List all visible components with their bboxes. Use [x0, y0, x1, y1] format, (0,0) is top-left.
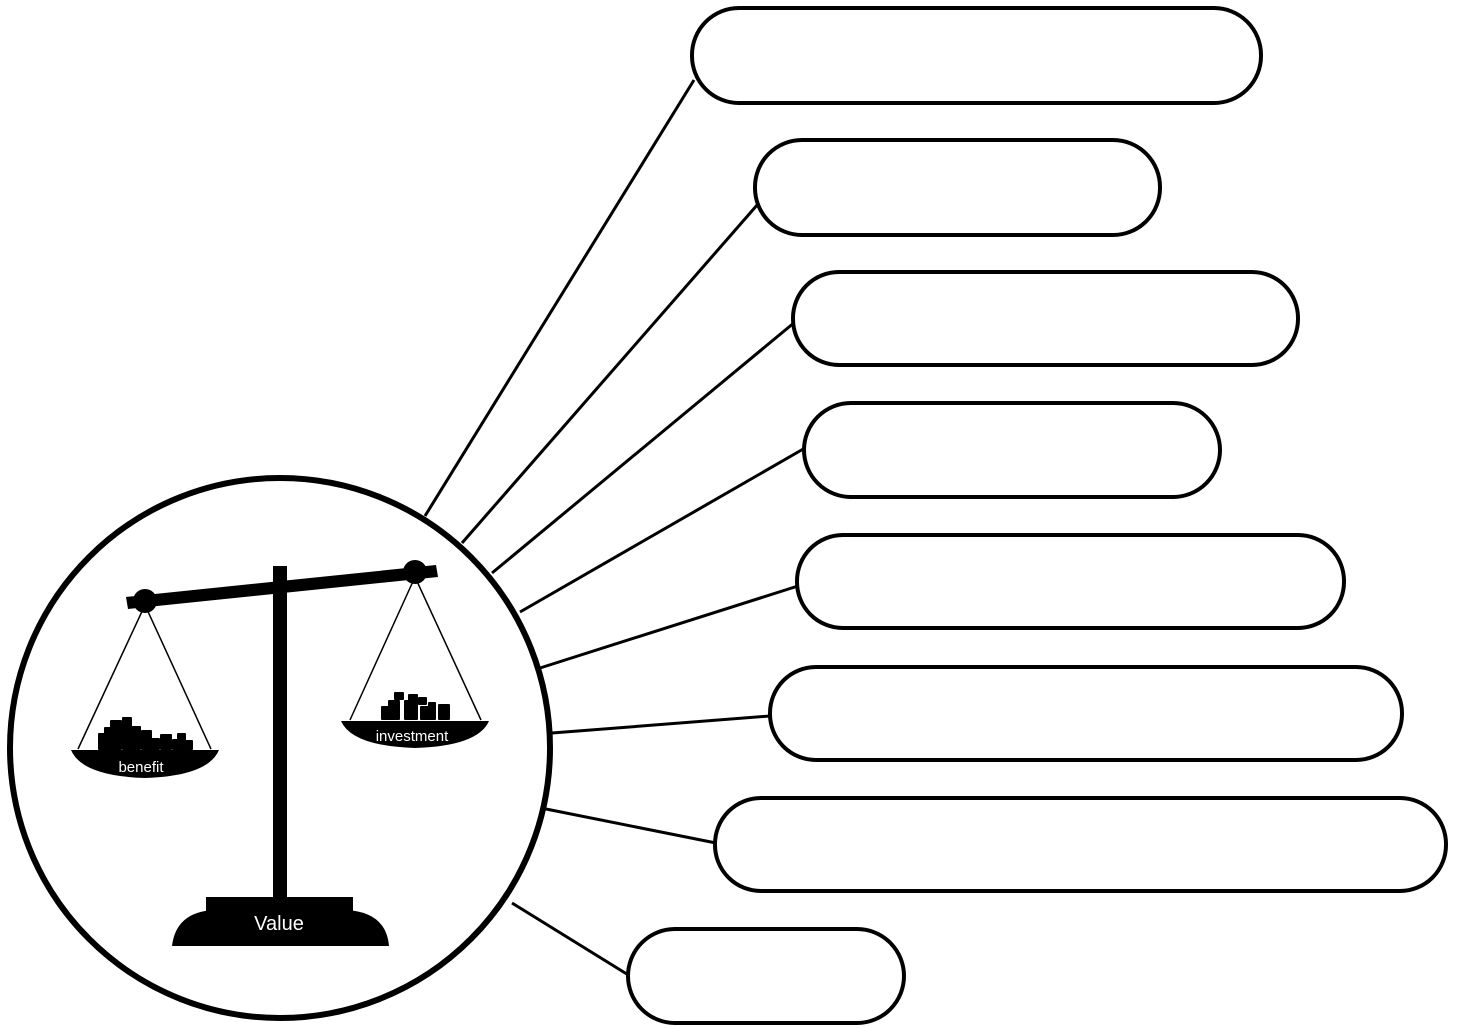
connector-line-1: [423, 79, 696, 517]
connector-line-7: [545, 807, 717, 845]
scale-beam: [126, 565, 438, 609]
connector-line-2: [460, 203, 760, 544]
right-pivot: [403, 560, 427, 584]
right-pan-string-right: [414, 576, 482, 721]
left-weights-icon: [98, 717, 193, 750]
scale-base: [172, 910, 389, 946]
right-pan: [341, 721, 489, 748]
connector-line-6: [551, 714, 771, 735]
callout-box-1[interactable]: [690, 6, 1263, 105]
right-pan-label: investment: [376, 728, 449, 745]
right-pan-string-left: [349, 576, 416, 721]
callout-box-6[interactable]: [768, 665, 1404, 762]
balance-scale-icon: Value benefit investment: [71, 560, 489, 946]
left-pan: [71, 750, 219, 778]
right-weights-icon: [381, 692, 450, 720]
connector-line-3: [491, 320, 796, 575]
callout-box-7[interactable]: [713, 796, 1448, 893]
callout-box-2[interactable]: [753, 138, 1162, 237]
connector-line-4: [519, 446, 806, 614]
callout-box-4[interactable]: [802, 401, 1222, 499]
connector-line-8: [511, 901, 631, 978]
callout-boxes: [626, 6, 1448, 1025]
left-pivot: [133, 589, 157, 613]
base-label: Value: [254, 913, 304, 935]
left-pan-string-right: [144, 604, 212, 750]
callout-box-8[interactable]: [626, 927, 906, 1025]
left-pan-label: benefit: [118, 759, 164, 776]
callout-box-5[interactable]: [795, 533, 1346, 630]
callout-box-3[interactable]: [791, 270, 1300, 367]
connector-lines: [423, 79, 806, 978]
left-pan-string-left: [77, 604, 146, 750]
scale-base-top: [206, 897, 353, 913]
scale-post: [273, 566, 287, 901]
connector-line-5: [539, 584, 799, 670]
